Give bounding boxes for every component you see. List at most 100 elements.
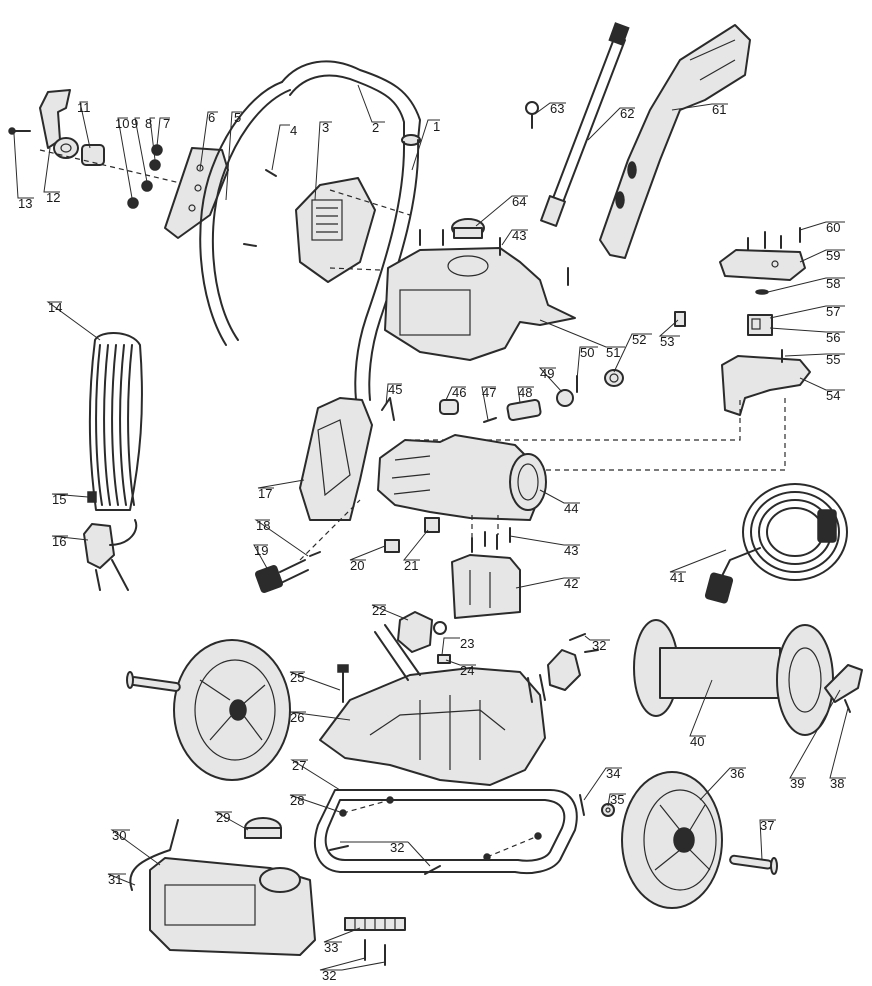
label-41: 41: [670, 570, 684, 585]
label-45: 45: [388, 382, 402, 397]
hose-hook-12: [39, 89, 79, 159]
bolts-32-frame: [329, 845, 441, 875]
screws-43-bottom: [471, 527, 511, 553]
screw-13: [8, 127, 31, 135]
cord-clip-15: [87, 491, 97, 503]
label-38: 38: [830, 776, 844, 791]
fitting-19: [254, 559, 309, 594]
reel-40: [633, 619, 834, 736]
label-32-bottom: 32: [322, 968, 336, 983]
label-64: 64: [512, 194, 526, 209]
base-26: [319, 667, 546, 786]
wheel-36: [621, 771, 723, 909]
label-52: 52: [632, 332, 646, 347]
frame-tube-right: [527, 674, 546, 703]
washer-35: [601, 803, 615, 817]
part-labels: 1 2 3 4 5 6 7 8 9 10 11 12 13 14 15 16 1…: [18, 100, 844, 983]
nuts-7-10: [127, 144, 163, 209]
label-34: 34: [606, 766, 620, 781]
label-33: 33: [324, 940, 338, 955]
washer-58: [755, 289, 769, 295]
switch-56: [747, 314, 773, 336]
label-28: 28: [290, 793, 304, 808]
frame-panel-17: [299, 397, 373, 521]
cover-59: [719, 249, 806, 281]
handle-upper-2: [281, 60, 421, 146]
clip-20: [384, 539, 400, 553]
pin-34: [579, 794, 585, 816]
label-53: 53: [660, 334, 674, 349]
label-13: 13: [18, 196, 32, 211]
bushing-11: [81, 144, 105, 166]
label-62: 62: [620, 106, 634, 121]
label-18: 18: [256, 518, 270, 533]
pump-44: [377, 434, 547, 521]
label-50: 50: [580, 345, 594, 360]
handle-tube-1: [354, 139, 420, 401]
clip-21: [424, 517, 440, 533]
label-56: 56: [826, 330, 840, 345]
label-55: 55: [826, 352, 840, 367]
label-60: 60: [826, 220, 840, 235]
label-39: 39: [790, 776, 804, 791]
handle-tube-5: [199, 81, 291, 346]
control-panel-3: [295, 177, 376, 283]
nozzle-63: [525, 101, 539, 129]
label-11: 11: [77, 100, 91, 115]
spray-gun-61: [599, 24, 751, 259]
label-57: 57: [826, 304, 840, 319]
label-54: 54: [826, 388, 840, 403]
label-63: 63: [550, 101, 564, 116]
label-1: 1: [433, 119, 440, 134]
lance-62: [540, 22, 630, 227]
label-14: 14: [48, 300, 62, 315]
shroud-51: [384, 247, 576, 361]
cap-29: [244, 817, 282, 839]
clip-23-24: [437, 654, 451, 664]
axle-left: [126, 671, 181, 692]
label-47: 47: [482, 385, 496, 400]
bolt-25: [337, 664, 349, 703]
label-44: 44: [564, 501, 578, 516]
frame-tube-left: [374, 624, 421, 681]
label-29: 29: [216, 810, 230, 825]
label-42: 42: [564, 576, 578, 591]
label-2: 2: [372, 120, 379, 135]
label-23: 23: [460, 636, 474, 651]
screws-32-bottom: [364, 939, 386, 966]
label-27: 27: [292, 758, 306, 773]
label-51: 51: [606, 345, 620, 360]
label-12: 12: [46, 190, 60, 205]
label-26: 26: [290, 710, 304, 725]
label-43-top: 43: [512, 228, 526, 243]
screws-43-top: [419, 229, 569, 286]
hose-41: [704, 483, 848, 604]
label-16: 16: [52, 534, 66, 549]
label-4: 4: [290, 123, 297, 138]
leader-lines: [13, 84, 849, 971]
label-8: 8: [145, 116, 152, 131]
label-48: 48: [518, 385, 532, 400]
label-37: 37: [760, 818, 774, 833]
bracket-22: [397, 611, 447, 653]
label-35: 35: [610, 792, 624, 807]
label-9: 9: [131, 116, 138, 131]
mount-42: [451, 554, 521, 619]
clip-18: [309, 551, 321, 557]
label-22: 22: [372, 603, 386, 618]
frame-27: [314, 789, 578, 875]
label-31: 31: [108, 872, 122, 887]
screws-60: [747, 227, 801, 251]
label-3: 3: [322, 120, 329, 135]
wheel-left: [173, 639, 291, 781]
label-15: 15: [52, 492, 66, 507]
crank-39: [824, 664, 863, 703]
axle-37: [729, 854, 778, 875]
screws-4: [243, 169, 277, 247]
label-46: 46: [452, 385, 466, 400]
label-24: 24: [460, 663, 474, 678]
label-61: 61: [712, 102, 726, 117]
label-6: 6: [208, 110, 215, 125]
bracket-54: [410, 355, 811, 471]
